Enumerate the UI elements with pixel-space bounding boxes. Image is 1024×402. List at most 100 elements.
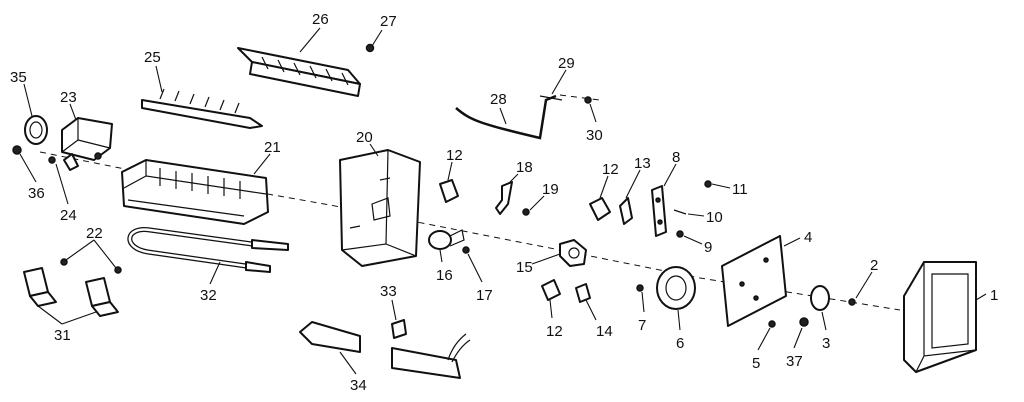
leader-6 [677,309,681,331]
part-21-ice-mold [121,159,269,225]
leader-8 [663,163,677,187]
leader-12-a [447,161,453,181]
callout-37: 37 [786,353,803,370]
callout-5: 5 [752,355,760,372]
part-10-pin [673,209,687,215]
part-31-brackets [23,267,119,317]
leader-3 [821,311,827,331]
callout-16: 16 [436,267,453,284]
callout-32: 32 [200,287,217,304]
leader-13 [625,169,641,199]
part-13-spring [619,197,633,225]
leader-4 [783,237,801,247]
part-18-lever [495,181,513,215]
leader-12-c [549,299,553,319]
part-30-clip [584,96,592,104]
callout-12-c: 12 [546,323,563,340]
callout-36: 36 [28,185,45,202]
part-37-nut [799,317,809,327]
callout-15: 15 [516,259,533,276]
part-25-stripper [141,88,263,129]
part-1-cover [903,261,977,373]
callout-20: 20 [356,129,373,146]
callout-33: 33 [380,283,397,300]
part-23-switch [61,117,113,171]
part-6-timer [656,266,696,310]
part-36-nut [12,145,22,155]
part-8-switch-plate [651,185,667,237]
callout-34: 34 [350,377,367,394]
leader-27 [371,29,383,47]
leader-5 [757,327,771,351]
part-5-screw [768,320,776,328]
callout-17: 17 [476,287,493,304]
leader-11 [711,183,731,189]
part-27-screw [365,43,375,53]
part-4-plate [721,235,787,327]
leader-19 [529,195,545,211]
leader-17 [467,253,483,283]
part-35-ring [24,115,48,145]
callout-11: 11 [732,181,748,198]
callout-19: 19 [542,181,559,198]
leader-2 [855,271,873,299]
callout-4: 4 [804,229,812,246]
part-24-screw [48,156,56,164]
part-19-screw [522,208,530,216]
callout-30: 30 [586,127,603,144]
leader-30 [589,103,597,123]
callout-28: 28 [490,91,507,108]
leader-32 [209,261,221,285]
part-34-fill-tube [299,321,471,379]
leader-16 [439,249,443,263]
callout-13: 13 [634,155,651,172]
callout-14: 14 [596,323,613,340]
callout-24: 24 [60,207,77,224]
callout-31: 31 [54,327,71,344]
leader-22 [65,239,117,269]
part-3-knob [810,285,830,311]
callout-26: 26 [312,11,329,28]
part-2-screw [848,298,856,306]
part-33-clip [391,319,407,339]
callout-6: 6 [676,335,684,352]
part-26-ejector-rack [237,47,361,97]
assembly-axis-line-upper [559,94,601,101]
callout-7: 7 [638,317,646,334]
callout-10: 10 [706,209,723,226]
part-12-c-cam [541,279,561,301]
part-16-motor [428,229,465,250]
callout-25: 25 [144,49,161,66]
leader-37 [793,327,803,349]
part-22-screws [60,258,122,274]
part-11-screw [704,180,712,188]
callout-2: 2 [870,257,878,274]
leader-7 [641,291,645,313]
callout-35: 35 [10,69,27,86]
leader-15 [531,253,561,265]
leader-20 [369,143,379,157]
part-12-b-cam [589,197,611,221]
leader-29 [551,69,567,95]
part-12-a-cam [439,179,459,203]
leader-24 [55,163,69,205]
leader-18 [507,173,519,185]
callout-29: 29 [558,55,575,72]
callout-23: 23 [60,89,77,106]
leader-12-b [599,175,609,199]
leader-35 [23,83,33,117]
callout-22: 22 [86,225,103,242]
leader-9 [683,235,703,245]
callout-12-b: 12 [602,161,619,178]
callout-1: 1 [990,287,998,304]
leader-23 [69,103,77,121]
leader-28 [499,107,507,125]
callout-27: 27 [380,13,397,30]
part-9-screw [676,230,684,238]
leader-31 [37,305,97,325]
callout-3: 3 [822,335,830,352]
leader-26 [299,27,321,53]
callout-8: 8 [672,149,680,166]
part-32-heater [127,227,289,273]
